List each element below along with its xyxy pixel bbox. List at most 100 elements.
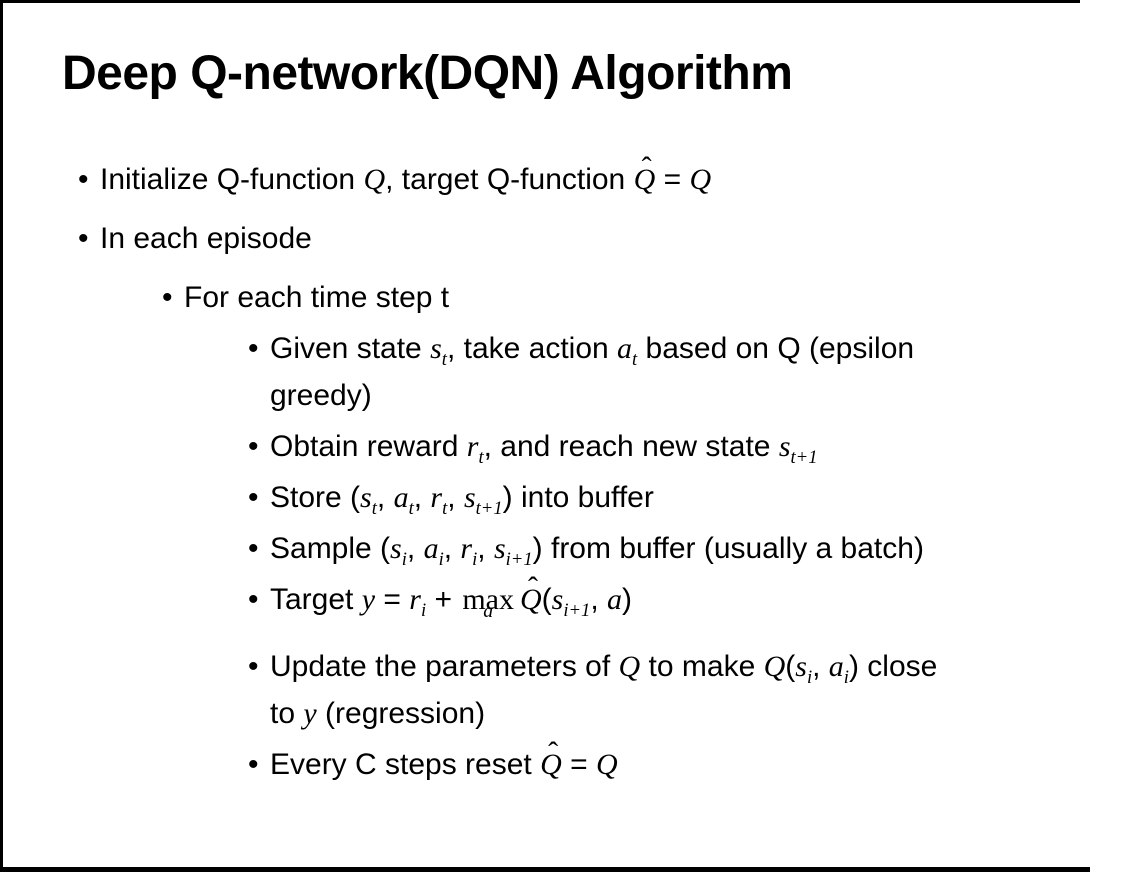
text-run: , bbox=[447, 481, 464, 514]
math-var-letter: Q bbox=[595, 748, 618, 781]
math-var-letter: s bbox=[551, 583, 564, 616]
text-run: Store ( bbox=[270, 481, 361, 514]
math-subscript: t bbox=[632, 349, 638, 370]
text-run: ( bbox=[785, 650, 796, 683]
math-var-letter: s bbox=[493, 532, 506, 565]
text-run: = bbox=[375, 583, 410, 616]
text-run: , bbox=[406, 532, 424, 565]
bullet-glyph: • bbox=[248, 650, 259, 683]
hat-accent: ˆ bbox=[641, 151, 652, 184]
text-run: For each time step t bbox=[184, 281, 450, 314]
math-subscript: i bbox=[806, 667, 813, 688]
math-subscript: i bbox=[401, 549, 407, 570]
slide-border-bottom bbox=[0, 867, 1090, 872]
math-var-letter: Q bbox=[519, 583, 542, 616]
text-run: ) close bbox=[848, 650, 938, 683]
text-run: to make bbox=[640, 650, 764, 683]
math-var-letter: y bbox=[361, 583, 376, 616]
math-var: at bbox=[394, 481, 414, 518]
math-var: Q bbox=[363, 163, 385, 196]
math-var: st bbox=[360, 481, 377, 518]
bullet-glyph: • bbox=[248, 481, 259, 514]
bullet-item: •Sample (si, ai, ri, si+1) from buffer (… bbox=[62, 525, 1094, 572]
bullet-glyph: • bbox=[248, 583, 259, 616]
text-run: greedy) bbox=[270, 379, 372, 412]
math-var-letter: a bbox=[617, 332, 633, 365]
math-var: st+1 bbox=[779, 430, 818, 467]
math-var-letter: a bbox=[423, 532, 439, 565]
math-subscript: i+1 bbox=[505, 549, 533, 570]
bullet-glyph: • bbox=[78, 163, 89, 196]
text-run: Sample ( bbox=[270, 532, 391, 565]
text-run: ) bbox=[622, 583, 633, 616]
math-var: st bbox=[430, 332, 447, 369]
math-subscript: i bbox=[843, 667, 849, 688]
math-var-letter: r bbox=[409, 583, 421, 616]
text-run: Initialize Q-function bbox=[100, 163, 364, 196]
math-var: a bbox=[607, 583, 622, 616]
math-var-letter: a bbox=[828, 650, 844, 683]
bullet-glyph: • bbox=[248, 430, 259, 463]
bullet-glyph: • bbox=[248, 748, 259, 781]
math-var-letter: a bbox=[607, 583, 623, 616]
math-var-letter: Q bbox=[763, 650, 786, 683]
math-subscript: t+1 bbox=[475, 498, 503, 519]
hat-accent: ˆ bbox=[548, 736, 559, 769]
bullet-text: Obtain reward rt, and reach new state st… bbox=[270, 423, 1094, 470]
text-run: based on Q (epsilon bbox=[637, 332, 915, 365]
math-var: ai bbox=[828, 650, 849, 687]
math-var-letter: s bbox=[430, 332, 442, 365]
text-run: Update the parameters of bbox=[270, 650, 619, 683]
math-var: ai bbox=[423, 532, 444, 569]
max-operator-underscript: a bbox=[483, 600, 494, 623]
bullet-glyph: • bbox=[162, 281, 173, 314]
text-run: , bbox=[590, 583, 608, 616]
math-var: y bbox=[303, 697, 316, 730]
bullet-text: For each time step t bbox=[184, 274, 1094, 321]
text-run: ) from buffer (usually a batch) bbox=[532, 532, 924, 565]
bullet-text: In each episode bbox=[100, 215, 1094, 262]
math-subscript: t bbox=[408, 498, 414, 519]
bullet-glyph: • bbox=[248, 332, 259, 365]
math-var: si bbox=[390, 532, 407, 569]
math-var-letter: Q bbox=[363, 163, 386, 196]
math-subscript: i bbox=[472, 549, 478, 570]
math-var: si+1 bbox=[493, 532, 533, 569]
bullet-text: Store (st, at, rt, st+1) into buffer bbox=[270, 474, 1094, 521]
math-var: Q bbox=[619, 650, 641, 683]
text-run: = bbox=[655, 163, 690, 196]
math-var-letter: r bbox=[430, 481, 443, 514]
text-run: , target Q-function bbox=[385, 163, 634, 196]
bullet-text: Given state st, take action at based on … bbox=[270, 325, 1094, 419]
math-var-letter: r bbox=[460, 532, 473, 565]
math-var: ri bbox=[409, 583, 426, 620]
text-run: Every C steps reset bbox=[270, 748, 541, 781]
math-subscript: t+1 bbox=[790, 447, 818, 468]
text-run: ( bbox=[541, 583, 552, 616]
math-var: rt bbox=[430, 481, 447, 518]
text-run: + bbox=[426, 583, 461, 616]
math-var-letter: r bbox=[466, 430, 479, 463]
text-run: In each episode bbox=[100, 222, 312, 255]
math-var: rt bbox=[466, 430, 484, 467]
text-run: Given state bbox=[270, 332, 431, 365]
text-run: , bbox=[812, 650, 829, 683]
math-var-letter: s bbox=[795, 650, 807, 683]
math-subscript: t bbox=[371, 498, 377, 519]
math-var: y bbox=[362, 583, 375, 616]
math-var: si+1 bbox=[551, 583, 591, 620]
bullet-item: • Initialize Q-function Q, target Q-funct… bbox=[62, 153, 1094, 203]
math-subscript: i bbox=[438, 549, 444, 570]
max-operator-name: max bbox=[462, 583, 514, 616]
math-var-letter: Q bbox=[633, 163, 656, 196]
math-subscript: i+1 bbox=[563, 600, 591, 621]
slide-title: Deep Q-network(DQN) Algorithm bbox=[62, 47, 793, 100]
text-run: Obtain reward bbox=[270, 430, 467, 463]
bullet-item: •Given state st, take action at based on… bbox=[62, 325, 1094, 419]
